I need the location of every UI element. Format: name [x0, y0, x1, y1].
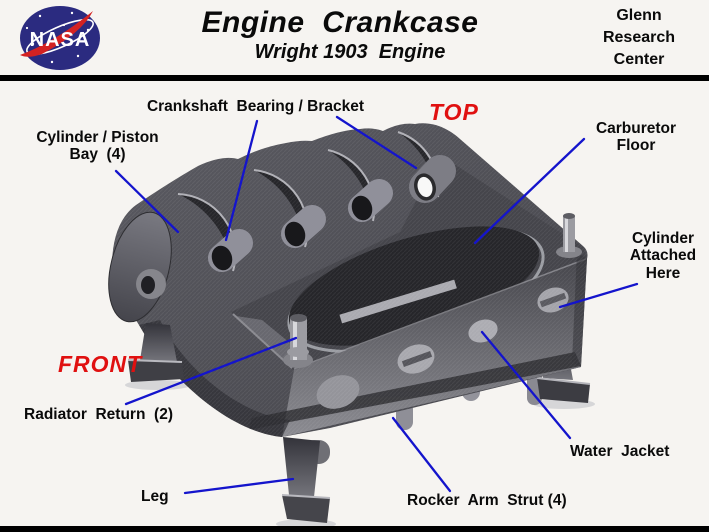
leader-crankshaft-left	[224, 119, 259, 242]
cylinder-piston-bays	[177, 131, 440, 272]
leader-cylinder-bay	[114, 169, 180, 234]
leader-cylinder-attached	[558, 282, 639, 309]
svg-text:NASA: NASA	[30, 29, 91, 51]
label-water-jacket: Water Jacket	[570, 443, 670, 460]
leader-leg	[183, 477, 295, 495]
leader-carburetor-floor	[473, 137, 586, 245]
label-front-orientation: FRONT	[58, 351, 143, 377]
label-leg: Leg	[141, 488, 169, 505]
footer-bar	[0, 526, 709, 532]
leg-right	[536, 341, 591, 403]
nasa-logo-icon: NASA	[20, 6, 100, 70]
header-divider	[0, 75, 709, 81]
label-rocker-arm-strut: Rocker Arm Strut (4)	[407, 492, 567, 509]
label-top-orientation: TOP	[429, 99, 479, 125]
carburetor-floor-recess	[287, 226, 545, 353]
crankshaft-bearing-brackets	[208, 155, 456, 272]
label-cylinder-attached: Cylinder Attached Here	[629, 230, 697, 282]
water-jacket-holes	[316, 287, 569, 409]
label-cylinder-piston-bay: Cylinder / Piston Bay (4)	[36, 129, 159, 164]
leader-crankshaft-right	[335, 115, 418, 170]
leader-water-jacket	[480, 330, 572, 440]
leader-radiator-return	[124, 336, 298, 406]
page-subtitle: Wright 1903 Engine	[254, 41, 446, 63]
leg-front-center	[281, 437, 331, 523]
page-title: Engine Crankcase	[201, 6, 479, 39]
front-face	[282, 259, 587, 437]
deck-surface	[231, 155, 587, 370]
label-radiator-return: Radiator Return (2)	[24, 406, 173, 423]
org-name: Glenn Research Center	[602, 7, 676, 68]
leader-rocker-arm	[391, 416, 452, 493]
rocker-arm-struts	[303, 343, 542, 464]
shadow	[533, 399, 595, 409]
label-crankshaft-bearing: Crankshaft Bearing / Bracket	[146, 98, 365, 115]
radiator-return-pipes	[283, 213, 582, 368]
crankcase-body	[112, 123, 588, 437]
crankcase-end-cap	[108, 211, 172, 323]
label-carburetor-floor: Carburetor Floor	[595, 120, 677, 155]
shadow	[125, 380, 191, 390]
